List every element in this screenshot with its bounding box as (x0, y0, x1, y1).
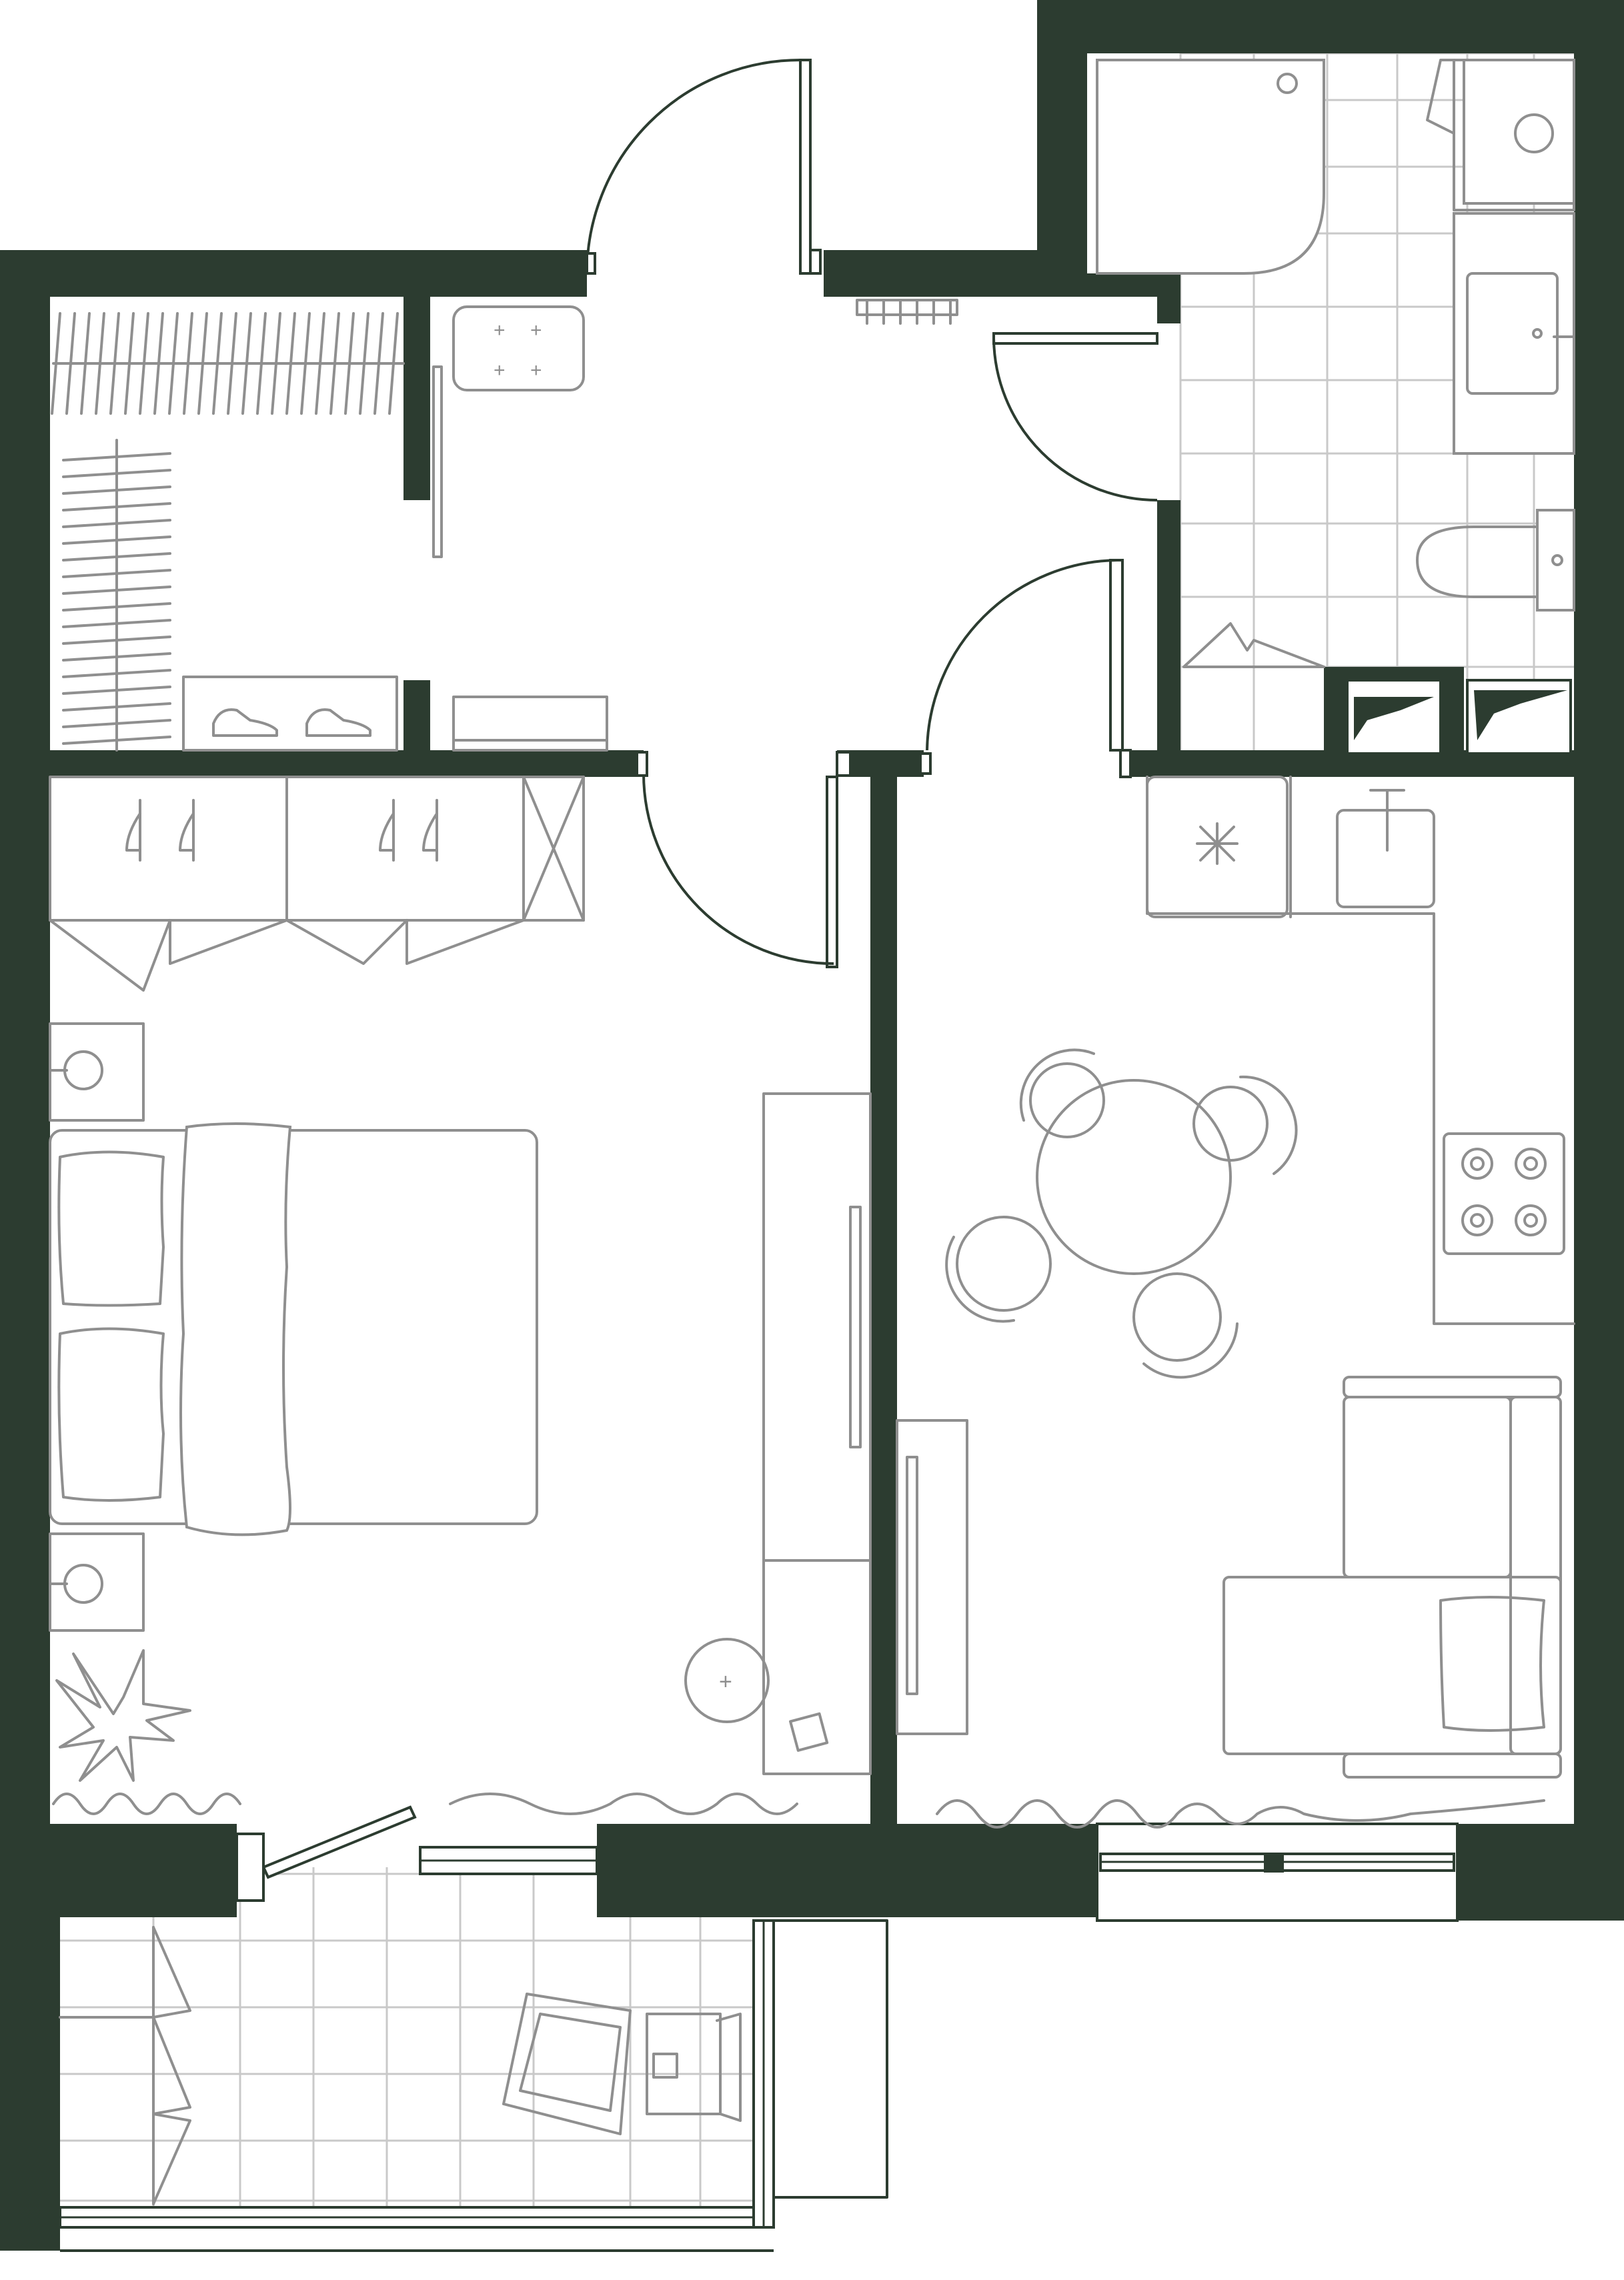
hanger (62, 636, 171, 645)
kitchen-sink (1336, 789, 1435, 908)
hanger (109, 312, 120, 415)
hanger (80, 312, 91, 415)
hanger (62, 502, 171, 511)
hanger (62, 619, 171, 628)
hallway-pouf (452, 696, 608, 752)
bedroom-window[interactable] (419, 1846, 598, 1875)
hanger (62, 702, 171, 712)
washing-machine (1426, 59, 1575, 211)
balcony-floor-tiles (60, 1867, 757, 2207)
svg-text:+: + (530, 359, 542, 381)
hanger (62, 686, 171, 695)
hanger (285, 312, 296, 415)
bathroom-door[interactable] (992, 332, 1158, 501)
hanger (62, 569, 171, 578)
kitchen-window[interactable] (1096, 1823, 1459, 1922)
double-bed (49, 1122, 538, 1536)
bathroom-basket (1182, 622, 1325, 668)
bedside-table-bottom (49, 1532, 145, 1632)
corner-sofa (1223, 1376, 1562, 1779)
dining-chairs (945, 1048, 1298, 1379)
hanger (183, 312, 193, 415)
wardrobe-sliding-door[interactable] (432, 365, 443, 558)
hanger (271, 312, 281, 415)
bathroom-sink (1453, 212, 1575, 455)
hanger (388, 312, 399, 415)
hanger (65, 312, 76, 415)
hanger (315, 312, 325, 415)
bedroom-tv-console (762, 1092, 872, 1775)
hanger (124, 312, 135, 415)
hanger (139, 312, 149, 415)
svg-text:+: + (530, 319, 542, 341)
balcony-armchair (502, 1993, 632, 2135)
hanger (62, 469, 171, 478)
toilet (1416, 509, 1575, 612)
wardrobe-rail (51, 312, 405, 752)
hanger (62, 452, 171, 461)
balcony-door[interactable] (235, 1805, 417, 1902)
hanger (168, 312, 179, 415)
entrance-door[interactable] (586, 59, 822, 275)
hanger (62, 552, 171, 561)
hanger (344, 312, 355, 415)
hanger (62, 519, 171, 528)
hanger (62, 719, 171, 728)
bedroom-plant (55, 1649, 191, 1782)
kitchen-door[interactable] (919, 559, 1132, 778)
hanger (95, 312, 105, 415)
bedroom-wardrobe (49, 776, 585, 992)
hanger (373, 312, 384, 415)
hanger (227, 312, 237, 415)
hanger (241, 312, 252, 415)
shower-tray (1096, 59, 1325, 275)
kitchen-counter (1146, 776, 1575, 1325)
hanger (62, 736, 171, 745)
hanger (256, 312, 267, 415)
hanger (62, 535, 171, 545)
bedside-table-top (49, 1022, 145, 1122)
hallway-cabinet: + + + + (452, 305, 585, 391)
svg-text:+: + (494, 359, 506, 381)
bedroom-stool: + (684, 1638, 770, 1723)
shoe-shelf (182, 676, 398, 752)
hanger (51, 312, 61, 415)
bedroom-door[interactable] (636, 751, 852, 968)
hanger (62, 602, 171, 612)
hanger (62, 652, 171, 662)
hanger (62, 485, 171, 495)
hanger (62, 586, 171, 595)
hanger (329, 312, 340, 415)
kitchen-tv-unit (896, 1419, 968, 1735)
svg-text:+: + (719, 1669, 732, 1694)
dining-table (1036, 1079, 1232, 1275)
hanger (153, 312, 164, 415)
bedroom-curtain (52, 1793, 798, 1815)
cooktop (1443, 1132, 1565, 1255)
svg-text:+: + (494, 319, 506, 341)
hanger (212, 312, 223, 415)
balcony-wardrobe (59, 1926, 191, 2205)
radiator (856, 299, 958, 325)
balcony-desk-laptop (646, 2013, 742, 2122)
hanger (197, 312, 208, 415)
kitchen-curtain (936, 1799, 1545, 1829)
hanger (300, 312, 311, 415)
hanger (359, 312, 369, 415)
bathroom-shaft-vents (1346, 679, 1572, 755)
balcony-windows[interactable] (59, 1919, 888, 2229)
hanger (62, 669, 171, 678)
